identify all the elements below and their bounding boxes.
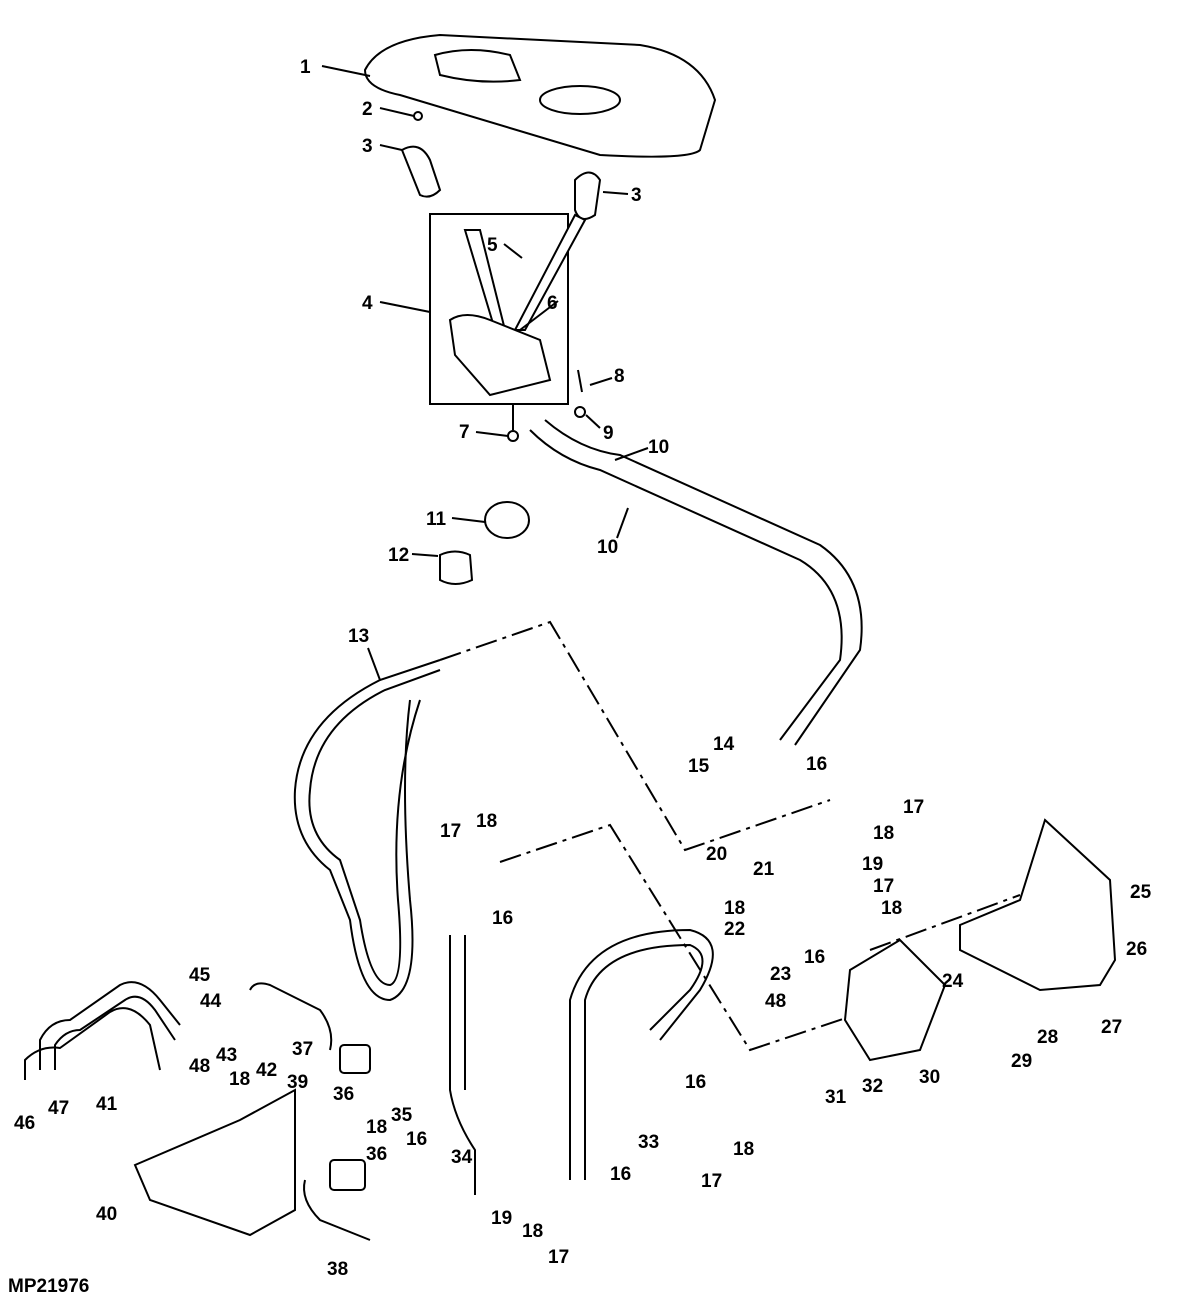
coupler-bracket — [133, 1088, 296, 1237]
callout-17: 17 — [873, 876, 895, 897]
callout-19: 19 — [862, 854, 884, 875]
callout-41: 41 — [96, 1094, 118, 1115]
console-cover — [363, 33, 717, 158]
callout-16: 16 — [806, 754, 828, 775]
callout-4: 4 — [362, 293, 373, 314]
callout-16: 16 — [804, 947, 826, 968]
mounting-bracket — [959, 818, 1117, 992]
figure-id: MP21976 — [8, 1276, 90, 1297]
callout-7: 7 — [459, 422, 470, 443]
lever-knob — [574, 171, 602, 220]
callout-27: 27 — [1101, 1017, 1123, 1038]
control-valve — [843, 938, 947, 1062]
callout-12: 12 — [388, 545, 410, 566]
callout-47: 47 — [48, 1098, 70, 1119]
callout-14: 14 — [713, 734, 735, 755]
callout-18: 18 — [873, 823, 895, 844]
callout-33: 33 — [638, 1132, 660, 1153]
callout-17: 17 — [440, 821, 462, 842]
callout-18: 18 — [522, 1221, 544, 1242]
callout-48: 48 — [189, 1056, 211, 1077]
callout-45: 45 — [189, 965, 211, 986]
callout-25: 25 — [1130, 882, 1152, 903]
control-lever-assembly-box — [429, 213, 569, 405]
callout-18: 18 — [366, 1117, 388, 1138]
callout-13: 13 — [348, 626, 370, 647]
callout-17: 17 — [903, 797, 925, 818]
callout-17: 17 — [548, 1247, 570, 1268]
callout-6: 6 — [547, 293, 558, 314]
callout-46: 46 — [14, 1113, 36, 1134]
callout-18: 18 — [733, 1139, 755, 1160]
callout-43: 43 — [216, 1045, 238, 1066]
callout-32: 32 — [862, 1076, 884, 1097]
callout-35: 35 — [391, 1105, 413, 1126]
screw — [413, 111, 423, 121]
callout-30: 30 — [919, 1067, 941, 1088]
callout-21: 21 — [753, 859, 775, 880]
callout-29: 29 — [1011, 1051, 1033, 1072]
callout-24: 24 — [942, 971, 964, 992]
callout-39: 39 — [287, 1072, 309, 1093]
callout-11: 11 — [426, 509, 447, 530]
callout-37: 37 — [292, 1039, 314, 1060]
callout-18: 18 — [724, 898, 746, 919]
callout-18: 18 — [229, 1069, 251, 1090]
callout-22: 22 — [724, 919, 746, 940]
callout-5: 5 — [487, 235, 498, 256]
callout-34: 34 — [451, 1147, 473, 1168]
callout-1: 1 — [300, 57, 311, 78]
lever-knob — [400, 145, 442, 198]
callout-26: 26 — [1126, 939, 1148, 960]
callout-17: 17 — [701, 1171, 723, 1192]
callout-36: 36 — [333, 1084, 355, 1105]
callout-10: 10 — [648, 437, 670, 458]
callout-9: 9 — [603, 423, 614, 444]
callout-16: 16 — [492, 908, 514, 929]
callout-18: 18 — [881, 898, 903, 919]
callout-42: 42 — [256, 1060, 278, 1081]
callout-48: 48 — [765, 991, 787, 1012]
callout-3: 3 — [362, 136, 373, 157]
callout-10: 10 — [597, 537, 619, 558]
callout-44: 44 — [200, 991, 222, 1012]
callout-40: 40 — [96, 1204, 118, 1225]
callout-3: 3 — [631, 185, 642, 206]
callout-2: 2 — [362, 99, 373, 120]
callout-8: 8 — [614, 366, 625, 387]
callout-19: 19 — [491, 1208, 513, 1229]
callout-16: 16 — [406, 1129, 428, 1150]
callout-28: 28 — [1037, 1027, 1059, 1048]
callout-20: 20 — [706, 844, 728, 865]
callout-23: 23 — [770, 964, 792, 985]
callout-16: 16 — [610, 1164, 632, 1185]
callout-15: 15 — [688, 756, 710, 777]
callout-31: 31 — [825, 1087, 847, 1108]
callout-16: 16 — [685, 1072, 707, 1093]
callout-38: 38 — [327, 1259, 349, 1280]
callout-36: 36 — [366, 1144, 388, 1165]
callout-18: 18 — [476, 811, 498, 832]
